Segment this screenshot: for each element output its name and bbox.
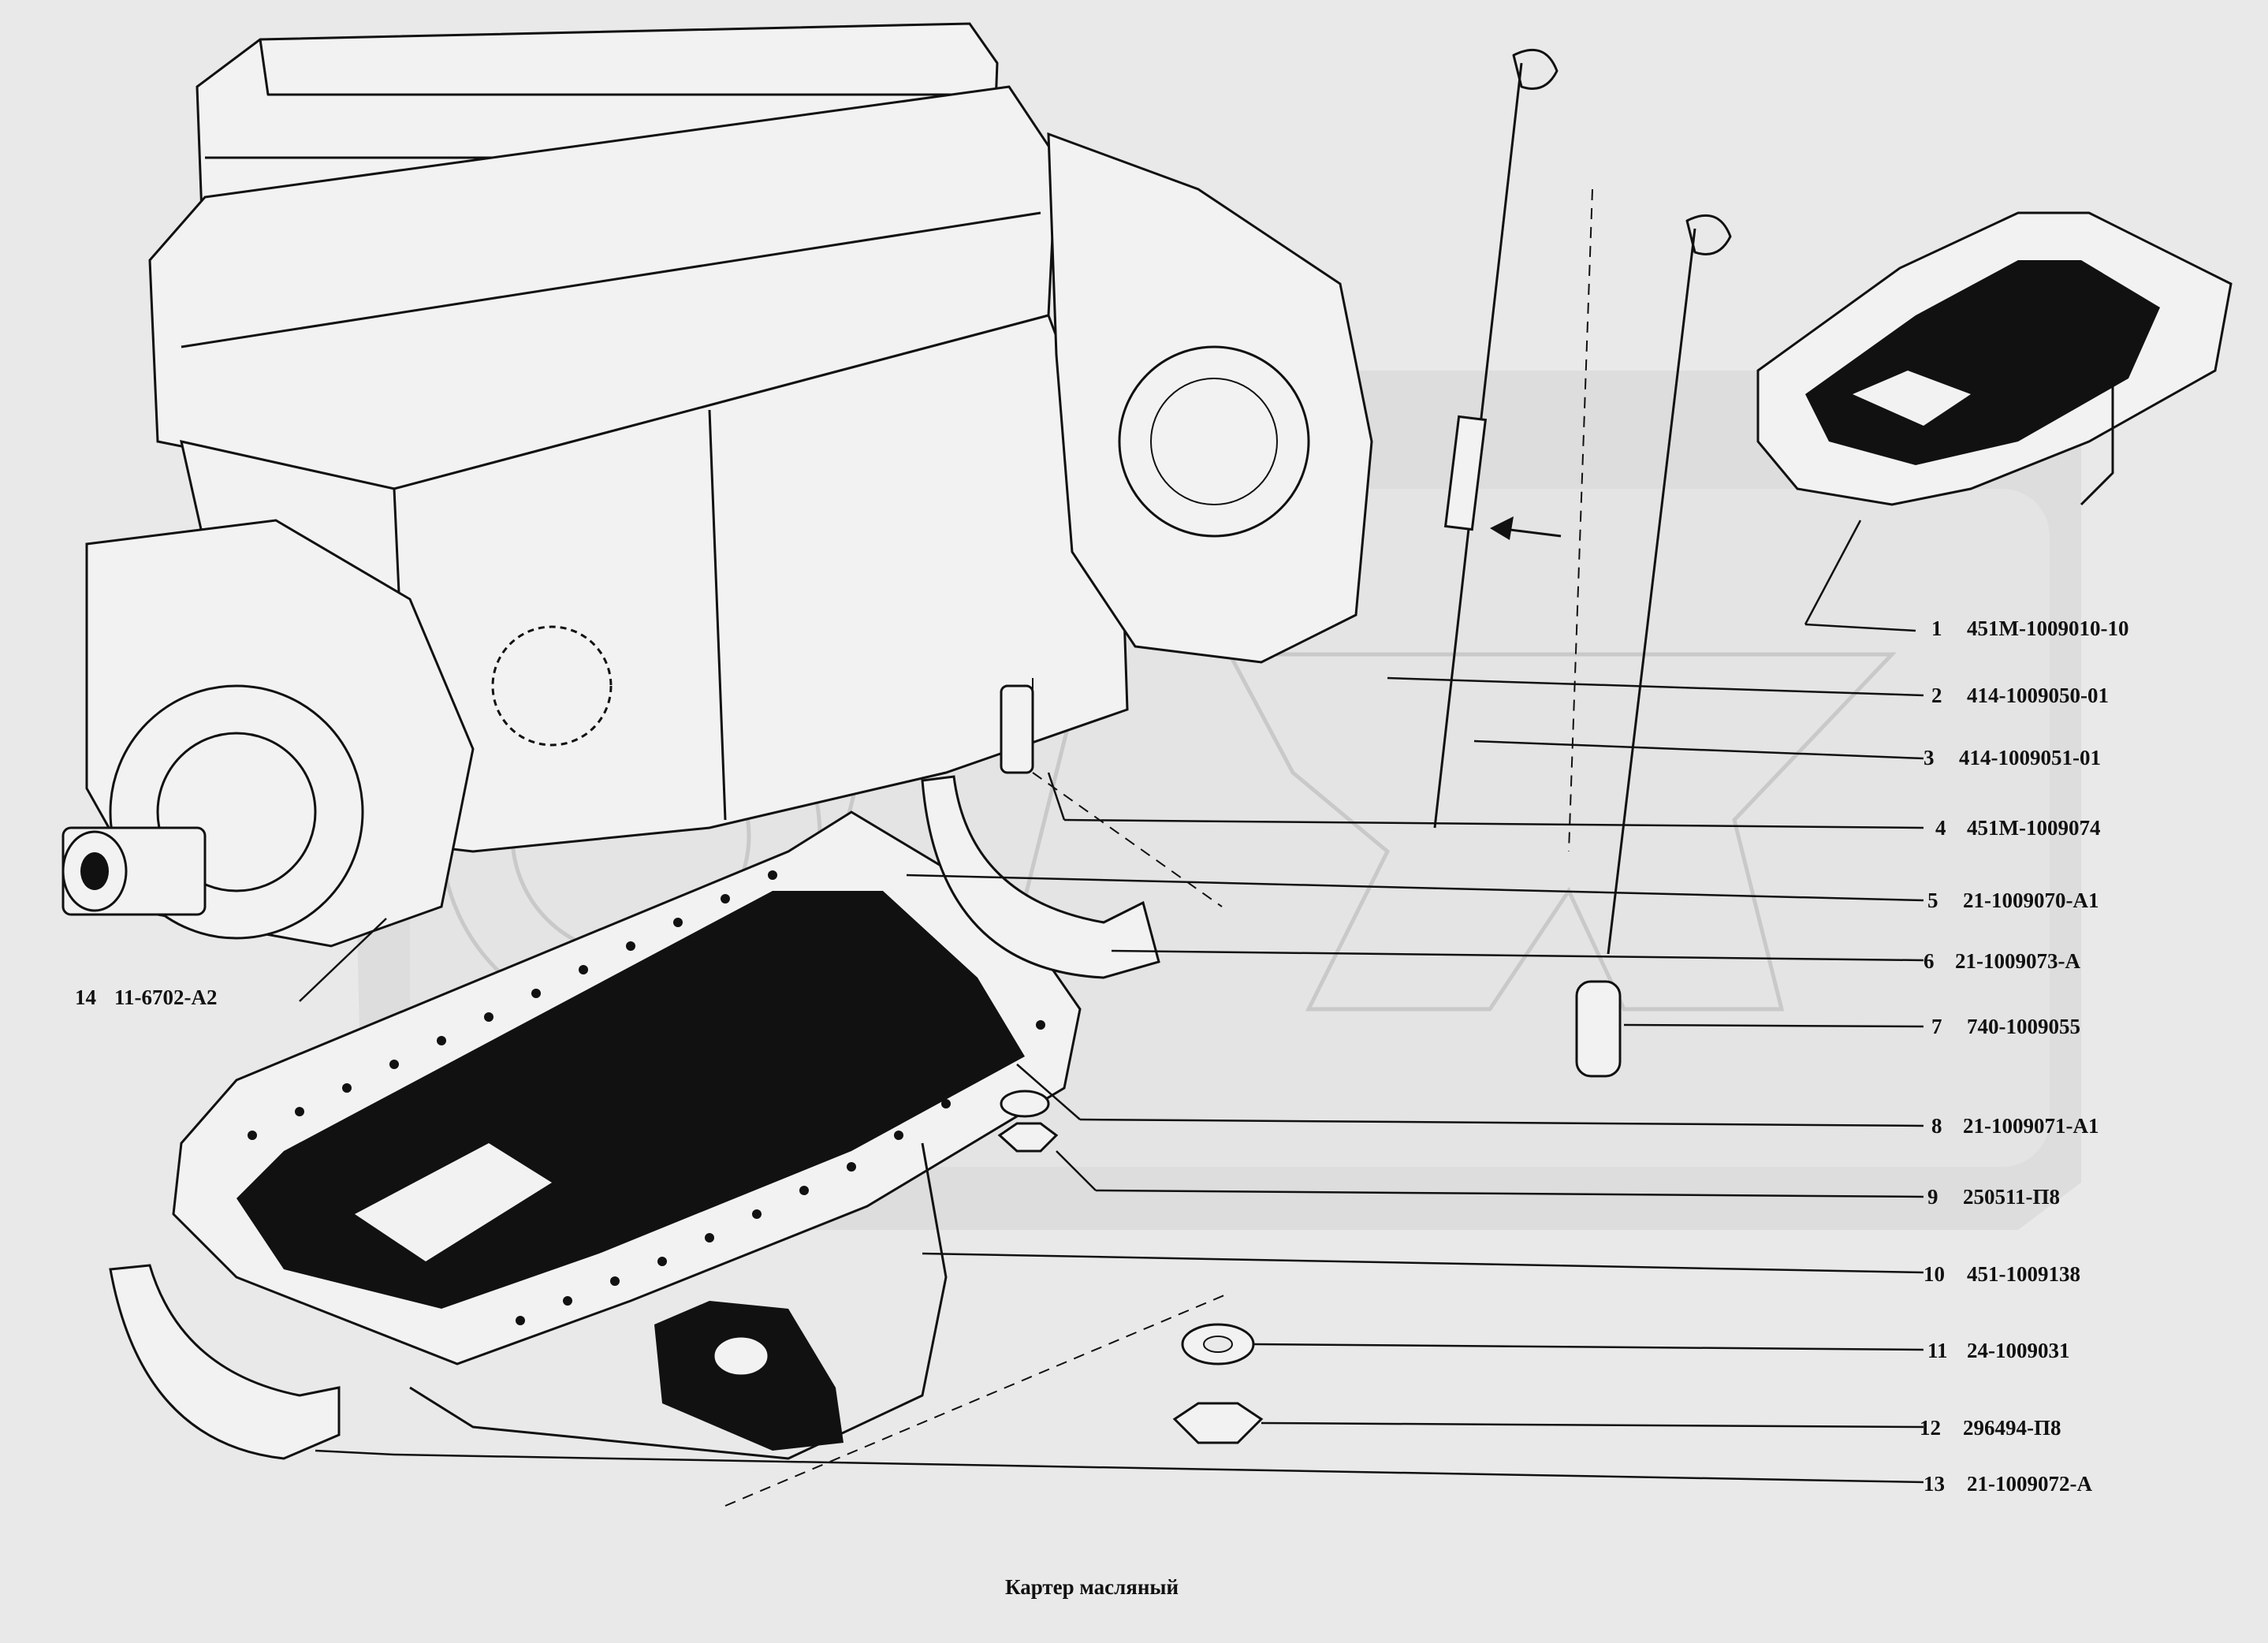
legend-num-7: 7 [1931,1015,1942,1038]
legend-num-4: 4 [1935,816,1946,840]
assembly-guide-lines [724,188,1593,1507]
engine-block [61,22,1373,948]
legend-num-3: 3 [1924,746,1935,769]
legend-code-9: 250511-П8 [1963,1185,2060,1209]
legend-code-5: 21-1009070-А1 [1963,889,2099,912]
legend-code-3: 414-1009051-01 [1959,746,2101,769]
legend-num-10: 10 [1924,1262,1945,1286]
legend-code-2: 414-1009050-01 [1967,684,2109,707]
legend-code-1: 451М-1009010-10 [1967,617,2128,640]
legend-code-4: 451М-1009074 [1967,816,2100,840]
dipstick-assembly [1433,48,1732,955]
legend-num-8: 8 [1931,1114,1942,1138]
legend-code-12: 296494-П8 [1963,1416,2061,1440]
legend-num-12: 12 [1920,1416,1941,1440]
legend-num-5: 5 [1927,889,1938,912]
legend-code-13: 21-1009072-А [1967,1472,2092,1496]
small-parts [997,684,1622,1444]
leader-lines [299,520,1924,1484]
legend-num-13: 13 [1924,1472,1945,1496]
oil-pan-detail [1756,211,2233,506]
legend-num-6: 6 [1924,949,1935,973]
legend-num-2: 2 [1931,684,1942,707]
legend-num-9: 9 [1927,1185,1938,1209]
oil-pan-main [172,810,1082,1460]
legend-num-1: 1 [1931,617,1942,640]
diagram-caption: Картер масляный [1005,1575,1179,1599]
legend-code-10: 451-1009138 [1967,1262,2080,1286]
front-seal-gasket [921,775,1160,979]
legend-code-14: 11-6702-А2 [114,985,218,1009]
legend-code-7: 740-1009055 [1967,1015,2080,1038]
legend-code-11: 24-1009031 [1967,1339,2070,1362]
parts-legend: 1 451М-1009010-10 2 414-1009050-01 3 414… [75,617,2128,1496]
legend-num-14: 14 [75,985,96,1009]
legend-code-8: 21-1009071-А1 [1963,1114,2099,1138]
legend-code-6: 21-1009073-А [1955,949,2080,973]
rear-seal-gasket [109,1264,341,1460]
legend-num-11: 11 [1927,1339,1948,1362]
